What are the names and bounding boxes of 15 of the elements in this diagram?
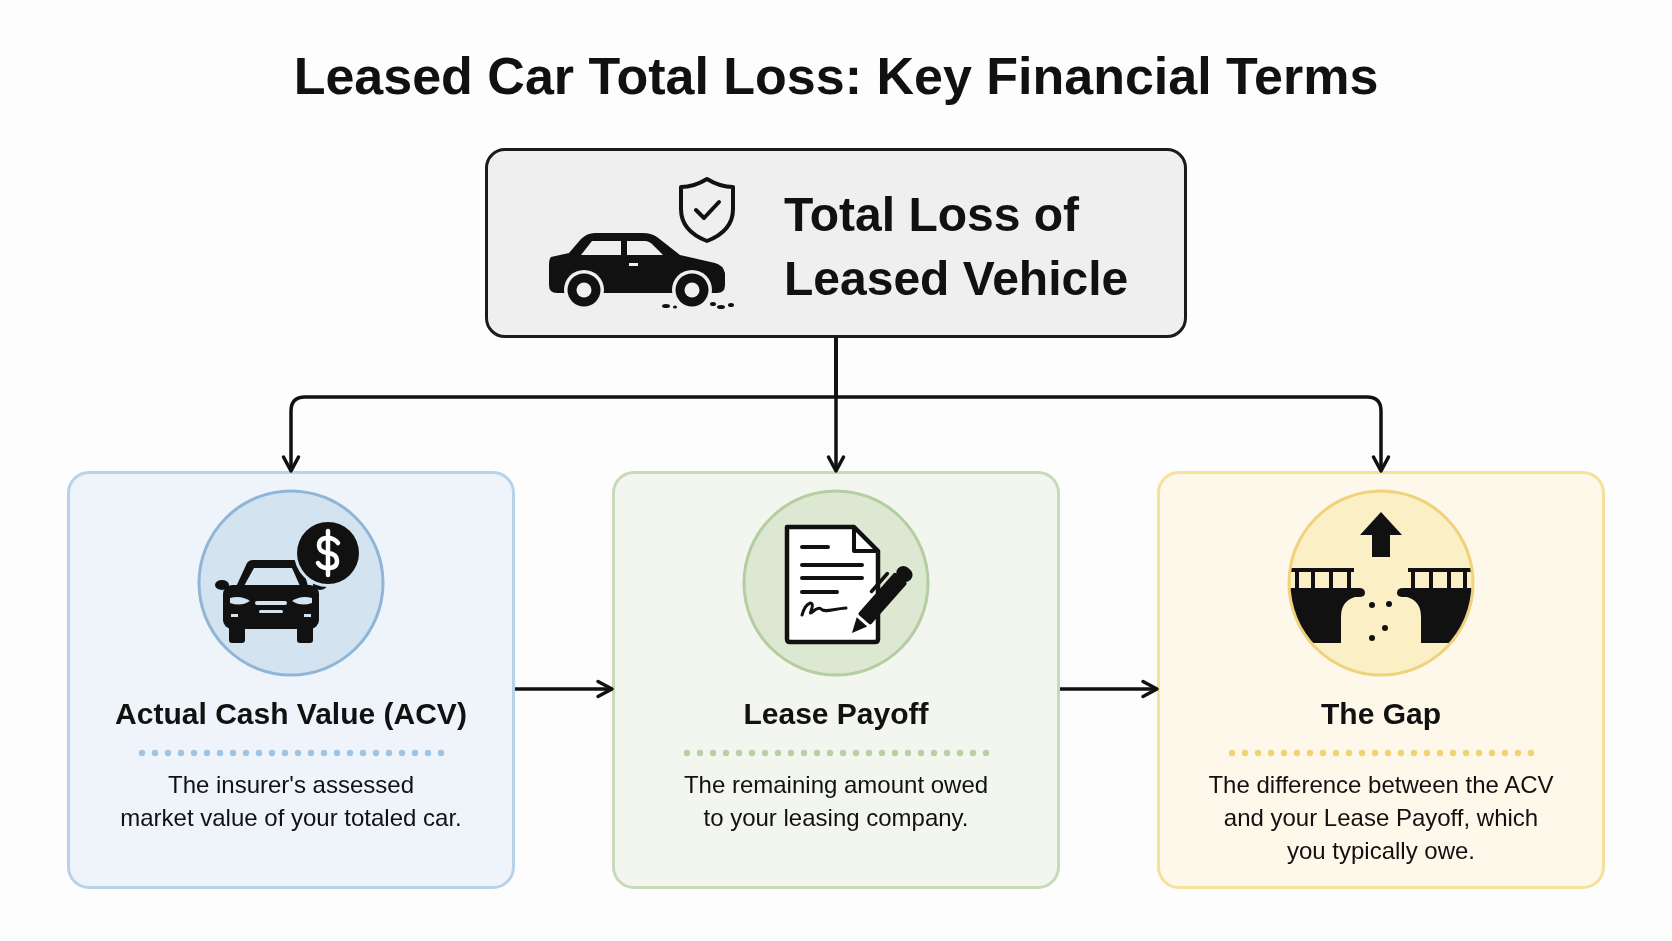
- arrow: [515, 679, 614, 699]
- event-box: [485, 148, 1187, 338]
- card-description: The remaining amount owed to your leasing company.: [683, 770, 989, 833]
- card-description: The insurer's assessed market value of your totaled car.: [120, 770, 462, 833]
- term-card: [1157, 471, 1605, 889]
- arrow: [1060, 679, 1159, 699]
- card-heading: Lease Payoff: [743, 696, 929, 732]
- card-description: The difference between the ACV and your Lease Payoff, which you typically owe.: [1208, 770, 1554, 866]
- box-title: Total Loss of Leased Vehicle: [784, 187, 1129, 307]
- diagram-title: Leased Car Total Loss: Key Financial Terms: [293, 46, 1379, 107]
- term-card: [612, 471, 1060, 889]
- card-heading: Actual Cash Value (ACV): [115, 696, 467, 732]
- term-card: [67, 471, 515, 889]
- arrow: [834, 338, 1391, 473]
- card-heading: The Gap: [1321, 696, 1441, 732]
